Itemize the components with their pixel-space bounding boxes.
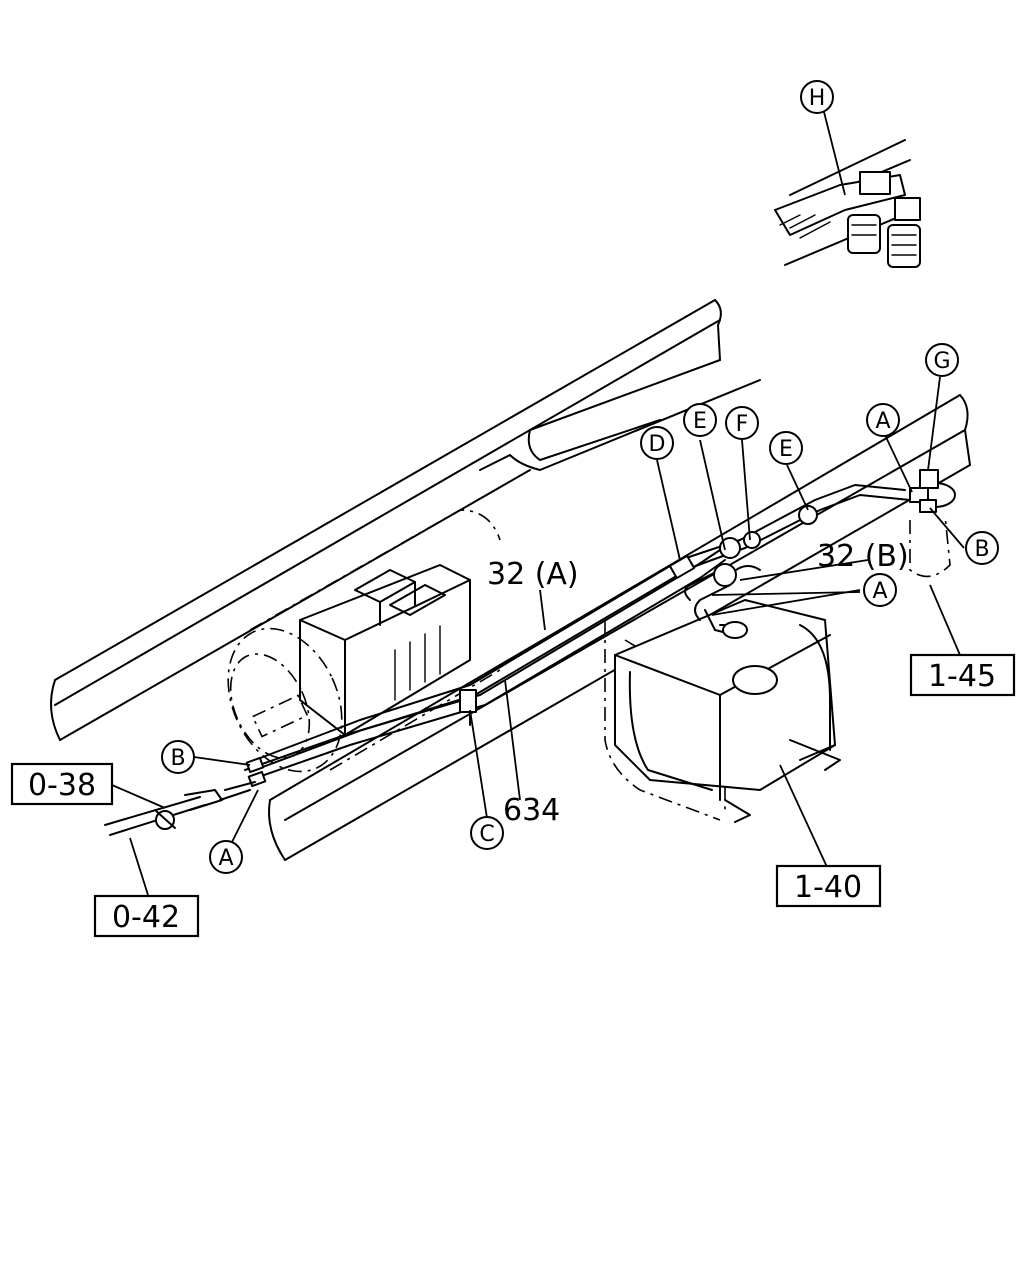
callout-e-left-label: E (693, 409, 707, 434)
reference-0-38[interactable]: 0-38 (10, 762, 114, 806)
callout-a-mid-label: A (872, 579, 887, 604)
leader-lines (111, 111, 965, 896)
callout-e-right-label: E (779, 437, 793, 462)
chassis-frame (50, 299, 971, 861)
callout-c-label: C (479, 822, 494, 847)
reference-0-42-label: 0-42 (112, 900, 180, 935)
reference-0-42[interactable]: 0-42 (93, 894, 200, 938)
fuel-pipes (104, 484, 937, 836)
part-number-32a: 32 (A) (487, 557, 579, 592)
callout-e-right: E (769, 431, 803, 465)
reference-1-40-label: 1-40 (794, 870, 862, 905)
reference-0-38-label: 0-38 (28, 768, 96, 803)
reference-1-45[interactable]: 1-45 (909, 653, 1016, 697)
callout-g-label: G (933, 349, 950, 374)
callout-e-left: E (683, 403, 717, 437)
callout-f: F (725, 406, 759, 440)
callout-h-label: H (809, 86, 826, 111)
callout-c: C (470, 816, 504, 850)
callout-a-mid: A (863, 573, 897, 607)
callout-a-left-label: A (218, 846, 233, 871)
callout-b-right: B (965, 531, 999, 565)
callout-a-top-label: A (875, 409, 890, 434)
fuel-filter-inset (774, 139, 921, 268)
part-number-634: 634 (503, 793, 560, 828)
sedimenter (909, 469, 956, 578)
callout-b-right-label: B (974, 537, 989, 562)
callout-g: G (925, 343, 959, 377)
callout-a-top: A (866, 403, 900, 437)
callout-a-left: A (209, 840, 243, 874)
reference-1-40[interactable]: 1-40 (775, 864, 882, 908)
callout-h: H (800, 80, 834, 114)
callout-b-left-label: B (170, 746, 185, 771)
reference-1-45-label: 1-45 (928, 659, 996, 694)
callout-b-left: B (161, 740, 195, 774)
callout-d: D (640, 426, 674, 460)
callout-d-label: D (649, 432, 666, 457)
fuel-tank (604, 599, 841, 823)
callout-f-label: F (736, 412, 749, 437)
part-number-32b: 32 (B) (817, 539, 909, 574)
cylindrical-tank (227, 509, 501, 773)
